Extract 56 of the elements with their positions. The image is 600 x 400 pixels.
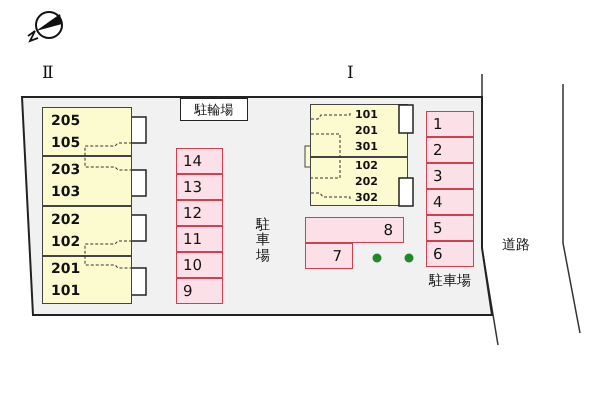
road-label: 道路 xyxy=(502,236,530,254)
building-unit xyxy=(42,206,132,256)
unit-number: 301 xyxy=(355,138,379,154)
space-number: 3 xyxy=(433,167,443,185)
unit-number: 201 xyxy=(51,260,82,279)
unit-number: 102 xyxy=(355,158,379,174)
space-number: 14 xyxy=(183,152,202,170)
unit-number: 101 xyxy=(355,106,379,122)
space-number: 4 xyxy=(433,193,443,211)
parking-space xyxy=(305,243,353,269)
space-number: 11 xyxy=(183,230,202,248)
bicycle-parking-sign xyxy=(180,98,248,121)
parking-space xyxy=(426,137,474,163)
space-number: 9 xyxy=(183,282,193,300)
space-number: 13 xyxy=(183,178,202,196)
unit-number: 201 xyxy=(355,122,379,138)
parking-space xyxy=(426,215,474,241)
space-number: 10 xyxy=(183,256,202,274)
parking-space xyxy=(176,174,223,200)
space-number: 8 xyxy=(383,221,393,239)
parking-label: 駐車場 xyxy=(429,272,471,290)
sign-text: 駐輪場 xyxy=(194,102,234,118)
parking-space xyxy=(176,278,223,304)
unit-number: 202 xyxy=(355,174,379,190)
building-label: Ⅱ xyxy=(42,63,54,83)
building-label: Ⅰ xyxy=(347,63,354,83)
parking-space xyxy=(305,217,404,243)
unit-number: 102 xyxy=(51,233,82,252)
parking-space xyxy=(176,148,223,174)
parking-space xyxy=(426,241,474,267)
space-number: 2 xyxy=(433,141,443,159)
building-unit xyxy=(310,104,408,157)
parking-space xyxy=(426,163,474,189)
parking-space xyxy=(426,111,474,137)
space-number: 6 xyxy=(433,245,443,263)
building-unit xyxy=(42,256,132,304)
space-number: 1 xyxy=(433,115,443,133)
parking-space xyxy=(426,189,474,215)
parking-space xyxy=(176,226,223,252)
space-number: 5 xyxy=(433,219,443,237)
parking-space xyxy=(176,200,223,226)
unit-number: 203 xyxy=(51,161,82,180)
unit-number: 103 xyxy=(51,183,82,202)
parking-space xyxy=(176,252,223,278)
space-number: 12 xyxy=(183,204,202,222)
unit-number: 101 xyxy=(51,282,82,301)
unit-number: 302 xyxy=(355,190,379,206)
unit-number: 105 xyxy=(51,134,82,152)
building-unit xyxy=(42,107,132,156)
unit-number: 205 xyxy=(51,112,82,130)
space-number: 7 xyxy=(332,247,342,265)
site-lot xyxy=(22,97,494,317)
building-unit xyxy=(42,156,132,206)
building-unit xyxy=(310,157,408,206)
parking-label: 駐車場 xyxy=(256,218,270,264)
unit-number: 202 xyxy=(51,211,82,230)
